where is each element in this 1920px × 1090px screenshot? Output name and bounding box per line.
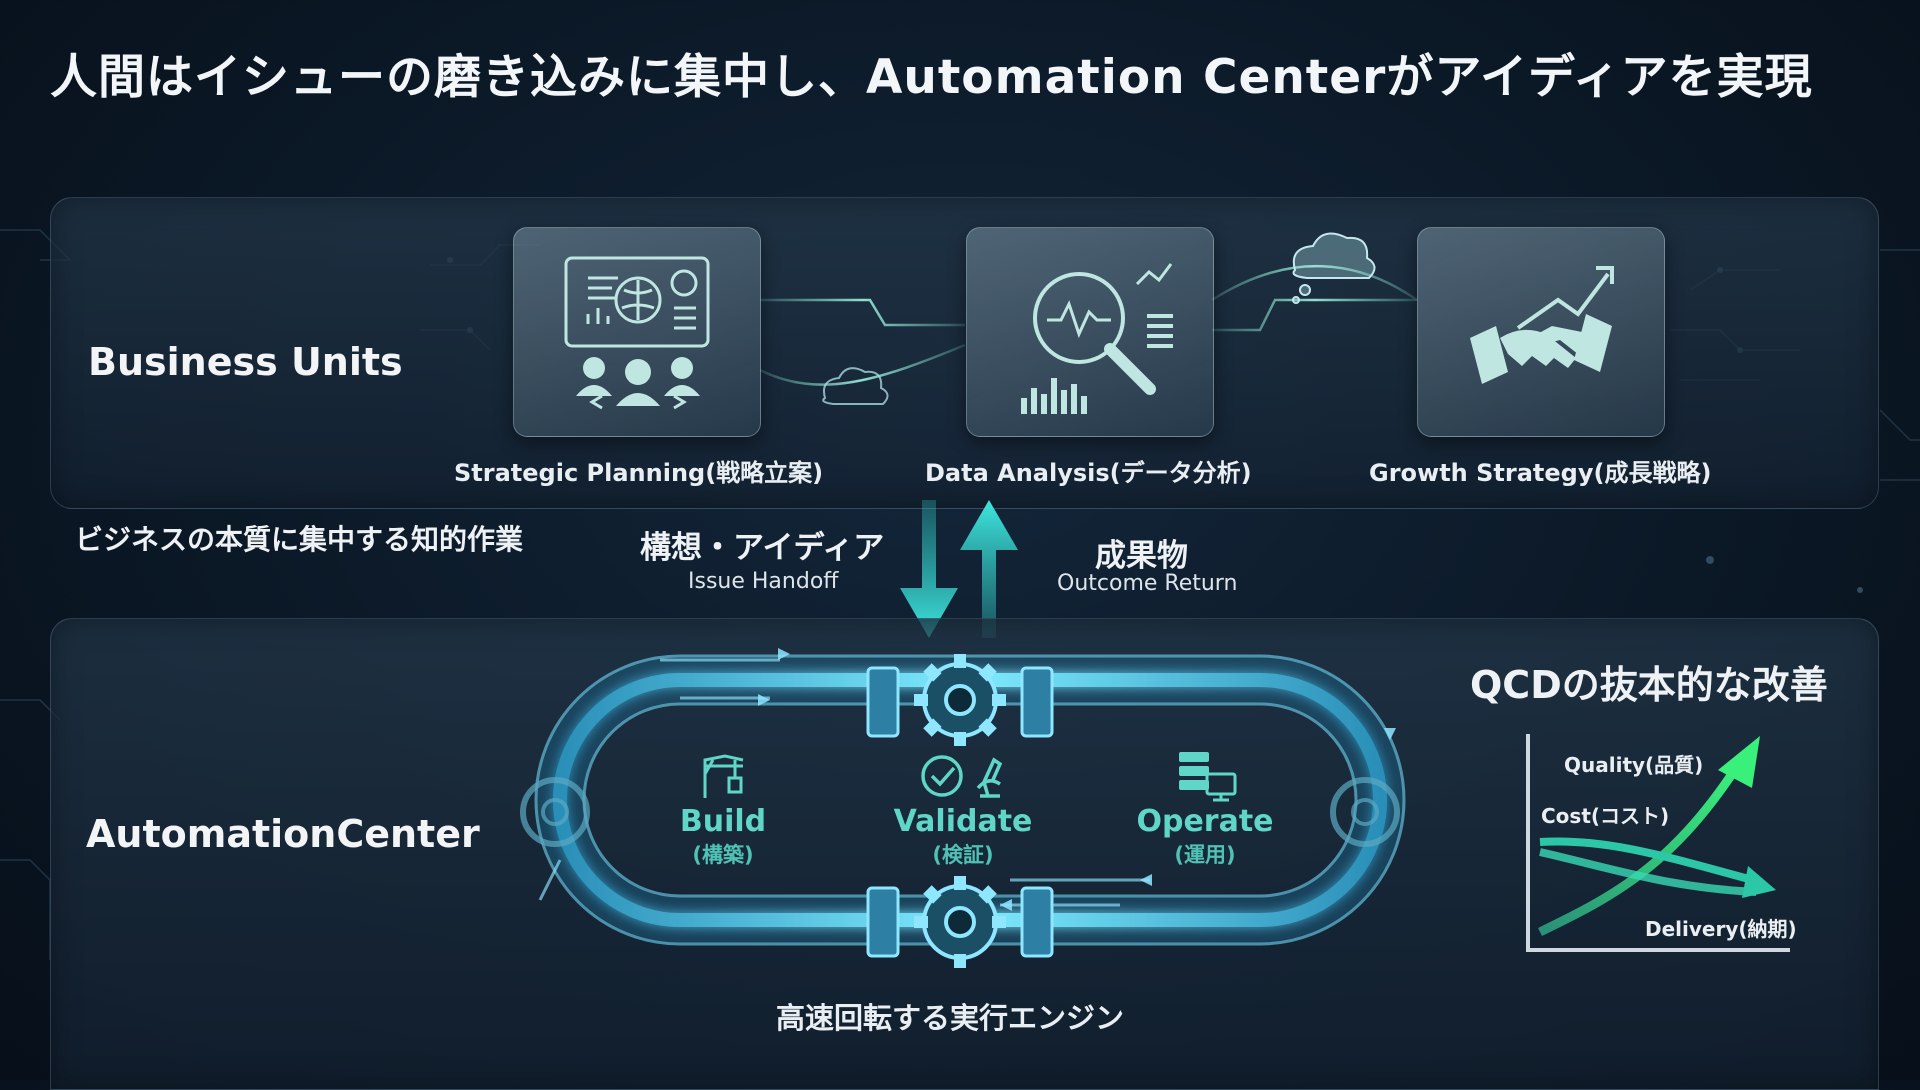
outcome-return-sub: Outcome Return	[1057, 571, 1238, 596]
check-microscope-icon	[921, 755, 1003, 798]
left-gear-icon	[520, 777, 590, 847]
business-units-panel	[50, 197, 1879, 509]
strategic-planning-label: Strategic Planning(戦略立案)	[454, 459, 824, 487]
delivery-curve	[1539, 848, 1757, 896]
growth-strategy-label: Growth Strategy(成長戦略)	[1369, 459, 1712, 487]
business-units-note: ビジネスの本質に集中する知的作業	[75, 523, 524, 556]
issue-handoff-arrow	[900, 500, 958, 638]
cloud-icon-right	[1292, 232, 1376, 304]
validate-stage: Validate (検証)	[888, 804, 1038, 869]
right-gear-icon	[1330, 777, 1400, 847]
validate-label-jp: (検証)	[932, 843, 994, 867]
outcome-return-title: 成果物	[1095, 538, 1188, 574]
magnifier-chart-icon	[1021, 263, 1173, 414]
issue-handoff-sub: Issue Handoff	[688, 569, 839, 594]
cost-label: Cost(コスト)	[1541, 804, 1670, 828]
build-stage: Build (構築)	[658, 804, 788, 869]
operate-stage: Operate (運用)	[1130, 804, 1280, 869]
qcd-axes	[1526, 734, 1790, 952]
operate-label-jp: (運用)	[1174, 843, 1236, 867]
strategy-meeting-icon	[564, 256, 710, 410]
automation-center-label: AutomationCenter	[86, 812, 480, 856]
cost-curve	[1539, 837, 1762, 886]
data-analysis-card	[966, 227, 1214, 437]
cost-arrowhead	[1742, 866, 1776, 898]
outcome-return-arrow	[960, 500, 1018, 638]
quality-arrowhead	[1718, 736, 1760, 788]
build-label: Build	[679, 804, 767, 839]
server-monitor-icon	[1179, 752, 1237, 802]
issue-handoff-title: 構想・アイディア	[640, 530, 885, 566]
engine-label: 高速回転する実行エンジン	[776, 1001, 1125, 1035]
validate-label: Validate	[893, 804, 1033, 839]
qcd-chart	[1526, 734, 1790, 952]
cloud-icon	[822, 367, 889, 405]
crane-icon	[703, 754, 744, 798]
qcd-title: QCDの抜本的な改善	[1470, 663, 1828, 707]
strategic-planning-card	[513, 227, 761, 437]
bottom-gear-icon	[914, 876, 1006, 968]
delivery-label: Delivery(納期)	[1645, 917, 1797, 941]
quality-label: Quality(品質)	[1564, 753, 1704, 777]
operate-label: Operate	[1136, 804, 1274, 839]
build-label-jp: (構築)	[692, 843, 754, 867]
growth-strategy-card	[1417, 227, 1665, 437]
page-title: 人間はイシューの磨き込みに集中し、Automation Centerがアイディア…	[50, 50, 1813, 105]
data-analysis-label: Data Analysis(データ分析)	[925, 459, 1252, 487]
business-units-label: Business Units	[88, 340, 403, 384]
top-gear-icon	[914, 654, 1006, 746]
handshake-growth-icon	[1470, 266, 1614, 384]
handoff-arrows	[900, 500, 1018, 638]
